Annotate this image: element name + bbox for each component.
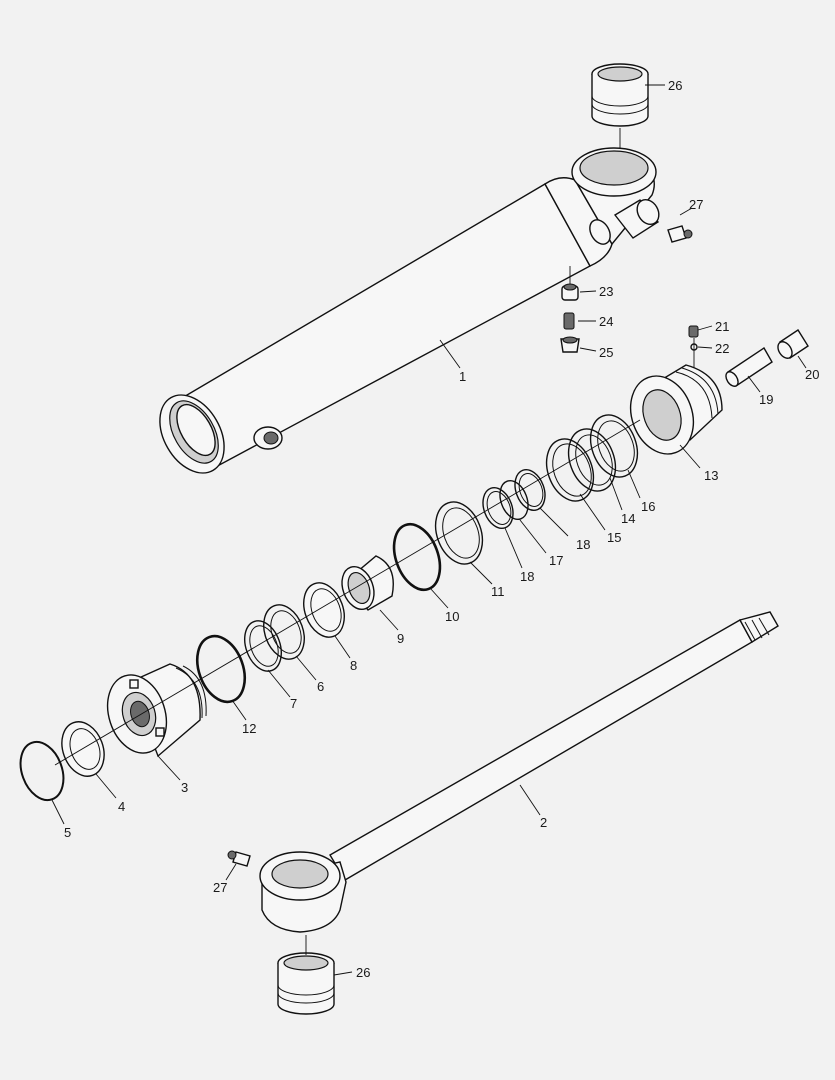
part-20-cap [777,329,809,359]
part-3-gland-head [106,663,207,758]
label-18-lower: 18 [520,569,534,584]
label-16: 16 [641,499,655,514]
label-23: 23 [599,284,613,299]
part-8-wiper [303,582,345,638]
part-15-ring [545,438,595,502]
leader-lines [51,84,807,976]
label-17: 17 [549,553,563,568]
part-25-plug [560,336,580,353]
label-19: 19 [759,392,773,407]
part-18-ring-a [514,468,546,512]
label-9: 9 [397,631,404,646]
label-27-top: 27 [689,197,703,212]
label-22: 22 [715,341,729,356]
label-11: 11 [491,584,505,599]
label-6: 6 [317,679,324,694]
part-1-cylinder-barrel [159,147,660,474]
label-21: 21 [715,319,729,334]
part-5-snap-ring [19,740,65,802]
label-7: 7 [290,696,297,711]
label-2: 2 [540,815,547,830]
label-10: 10 [445,609,459,624]
label-14: 14 [621,511,635,526]
part-27-grease-fitting-top [667,225,693,243]
part-10-o-ring [392,522,442,592]
label-8: 8 [350,658,357,673]
label-20: 20 [805,367,819,382]
part-17-o-ring [499,479,529,521]
label-13: 13 [704,468,718,483]
label-26-bottom: 26 [356,965,370,980]
label-18-upper: 18 [576,537,590,552]
part-26-bushing-bottom [277,952,335,1015]
part-21-set-screw [688,325,699,338]
label-1: 1 [459,369,466,384]
label-4: 4 [118,799,125,814]
part-24-spring [563,312,575,330]
part-27-grease-fitting-bottom [227,850,251,867]
part-23-valve-body [561,283,579,301]
part-14-seal [567,428,617,492]
part-18-ring-b [482,486,514,530]
part-16-ring [589,414,639,478]
part-6-ring [263,604,305,660]
assembly-lines [54,128,695,955]
part-9-sleeve [341,555,394,611]
part-13-piston [629,364,723,455]
part-labels: 26 27 23 24 25 21 22 20 19 1 13 16 14 15… [64,78,819,980]
label-15: 15 [607,530,621,545]
part-11-ring [434,501,484,565]
label-12: 12 [242,721,256,736]
label-3: 3 [181,780,188,795]
part-2-piston-rod [259,611,779,933]
label-27-bottom: 27 [213,880,227,895]
label-24: 24 [599,314,613,329]
label-5: 5 [64,825,71,840]
part-19-pin [725,347,773,387]
label-26-top: 26 [668,78,682,93]
part-26-bushing-top [591,63,649,127]
label-25: 25 [599,345,613,360]
